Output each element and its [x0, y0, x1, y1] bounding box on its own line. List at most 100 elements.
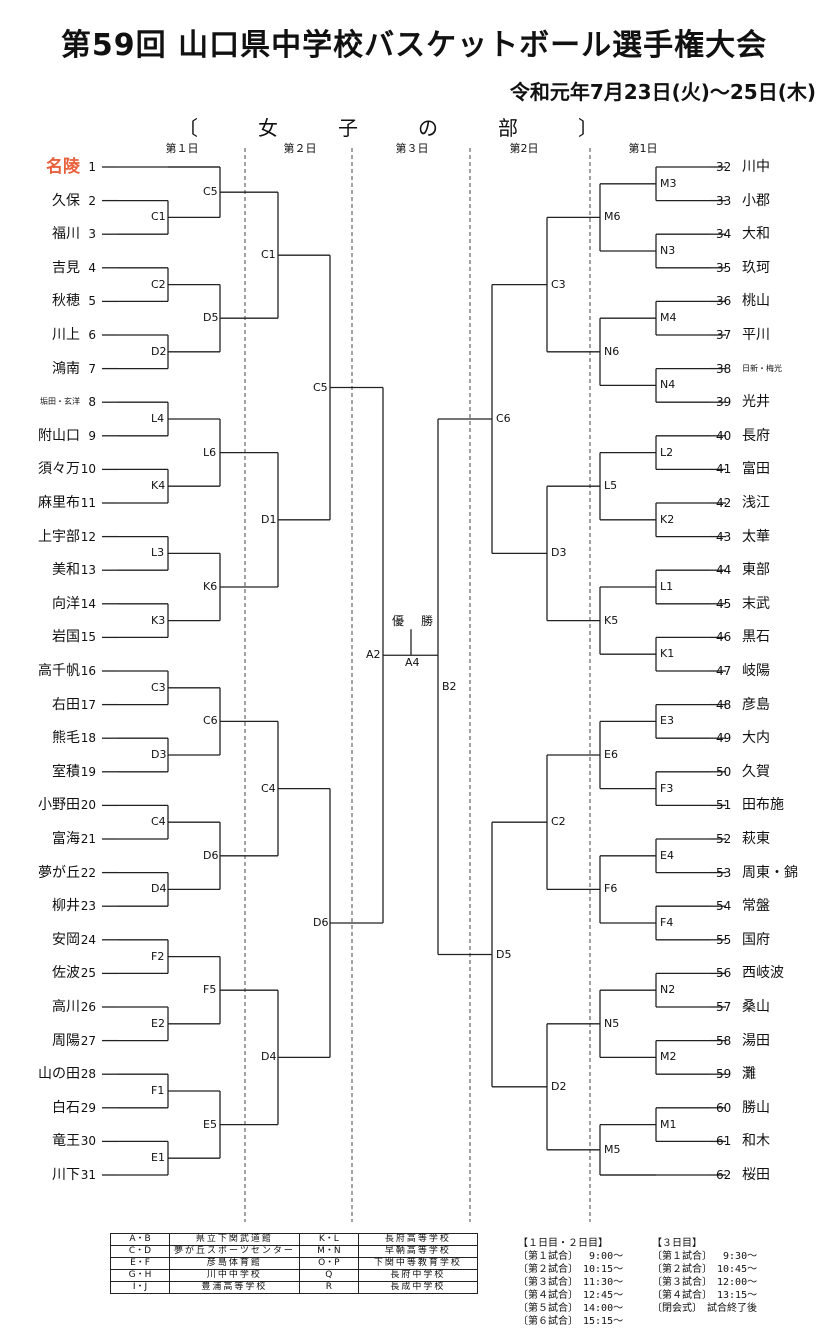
game-code: N5	[603, 1016, 621, 1030]
game-code: E5	[202, 1117, 218, 1131]
venue-code: A・B	[110, 1233, 170, 1246]
venue-code: E・F	[110, 1257, 170, 1270]
team-name: 熊毛	[52, 730, 80, 747]
schedule-line: 〔閉会式〕 試合終了後	[652, 1303, 757, 1314]
team-number: 25	[80, 966, 96, 981]
game-code: C2	[150, 277, 167, 291]
team-name: 室積	[52, 763, 80, 780]
team-number: 46	[716, 630, 732, 645]
schedule-line: 〔第６試合〕 15:15〜	[518, 1316, 624, 1327]
schedule-line: 〔第３試合〕 12:00〜	[652, 1277, 758, 1288]
venue-name: 下関中等教育学校	[357, 1257, 478, 1270]
team-number: 21	[80, 832, 96, 846]
team-name: 小野田	[38, 797, 80, 814]
team-number: 39	[716, 395, 732, 410]
team-name: 光井	[742, 394, 770, 411]
game-code: C4	[260, 781, 277, 795]
game-code: N2	[659, 983, 677, 997]
game-code: D6	[312, 916, 330, 929]
division-char: 女	[258, 116, 278, 140]
game-code: L1	[659, 580, 675, 593]
team-name: 山の田	[38, 1066, 80, 1083]
team-number: 36	[716, 294, 732, 309]
game-code: E1	[150, 1151, 166, 1165]
team-name: 萩東	[742, 831, 770, 847]
team-number: 60	[716, 1100, 732, 1115]
team-name: 勝山	[742, 1099, 770, 1116]
team-name: 桜田	[742, 1167, 770, 1183]
champion-label: 優	[392, 614, 405, 628]
schedule-line: 〔第４試合〕 12:45〜	[518, 1290, 624, 1301]
team-name: 大内	[742, 730, 770, 747]
team-name: 常盤	[742, 898, 770, 915]
game-code: D4	[260, 1050, 278, 1064]
schedule-line: 【３日目】	[652, 1238, 702, 1249]
team-name: 高千帆	[38, 663, 80, 679]
team-name: 日新・梅光	[742, 363, 782, 373]
game-code: D1	[260, 512, 278, 526]
venue-name: 川中中学校	[169, 1269, 300, 1282]
team-name: 久賀	[742, 763, 770, 780]
division-char: の	[418, 116, 438, 140]
team-name: 周陽	[52, 1032, 80, 1049]
venue-name: 長成中学校	[357, 1281, 478, 1294]
venue-name: 長府高等学校	[357, 1233, 478, 1246]
team-number: 27	[80, 1033, 96, 1048]
team-name: 吉見	[52, 259, 80, 276]
team-number: 30	[80, 1134, 96, 1149]
schedule-line: 〔第５試合〕 14:00〜	[518, 1303, 624, 1314]
team-name: 川上	[52, 327, 80, 343]
team-name: 竜王	[52, 1133, 80, 1150]
game-code: F1	[150, 1084, 166, 1097]
team-number: 31	[80, 1168, 96, 1182]
team-name: 白石	[52, 1099, 80, 1116]
team-name: 夢が丘	[38, 864, 80, 881]
game-code: N6	[603, 344, 621, 358]
team-name: 安岡	[52, 931, 80, 948]
team-number: 37	[716, 328, 732, 342]
game-code: K6	[202, 580, 219, 593]
team-name: 田布施	[742, 797, 784, 814]
game-code: M3	[659, 176, 678, 190]
venue-name: 豊浦高等学校	[169, 1281, 300, 1294]
team-number: 33	[716, 193, 732, 208]
team-name: 平川	[742, 327, 770, 343]
team-number: 14	[80, 596, 96, 611]
team-number: 2	[88, 193, 96, 208]
team-number: 20	[80, 798, 96, 813]
game-code: E2	[150, 1016, 166, 1030]
game-code: L5	[603, 479, 619, 493]
schedule-line: 【１日目・２日目】	[518, 1238, 608, 1249]
team-number: 1	[88, 160, 96, 174]
venue-name: 夢が丘スポーツセンター	[169, 1245, 300, 1258]
team-number: 42	[716, 496, 732, 510]
game-code: D3	[550, 546, 568, 560]
team-number: 35	[716, 260, 732, 275]
team-number: 40	[716, 428, 732, 443]
team-name: 東部	[742, 562, 770, 579]
team-number: 9	[88, 428, 96, 443]
venue-name: 県立下関武道館	[169, 1233, 300, 1246]
game-code: K2	[659, 512, 676, 526]
game-code: M1	[659, 1117, 678, 1131]
game-code: K5	[603, 613, 620, 627]
team-number: 4	[88, 260, 96, 275]
team-name: 岩国	[52, 629, 80, 646]
team-number: 28	[80, 1067, 96, 1082]
team-number: 47	[716, 664, 732, 678]
team-number: 12	[80, 529, 96, 544]
team-number: 17	[80, 697, 96, 712]
game-code: D5	[202, 311, 220, 325]
team-number: 41	[716, 462, 732, 477]
schedule-day1-2: 【１日目・２日目】〔第１試合〕 9:00〜〔第２試合〕 10:15〜〔第３試合〕…	[518, 1237, 623, 1328]
team-name: 末武	[742, 595, 770, 612]
team-number: 5	[88, 294, 96, 309]
schedule-line: 〔第２試合〕 10:15〜	[518, 1264, 624, 1275]
team-name: 太華	[742, 528, 770, 545]
team-name: 向洋	[52, 595, 80, 612]
team-number: 16	[80, 664, 96, 678]
team-name: 湯田	[742, 1032, 770, 1049]
team-name: 須々万	[38, 461, 80, 478]
